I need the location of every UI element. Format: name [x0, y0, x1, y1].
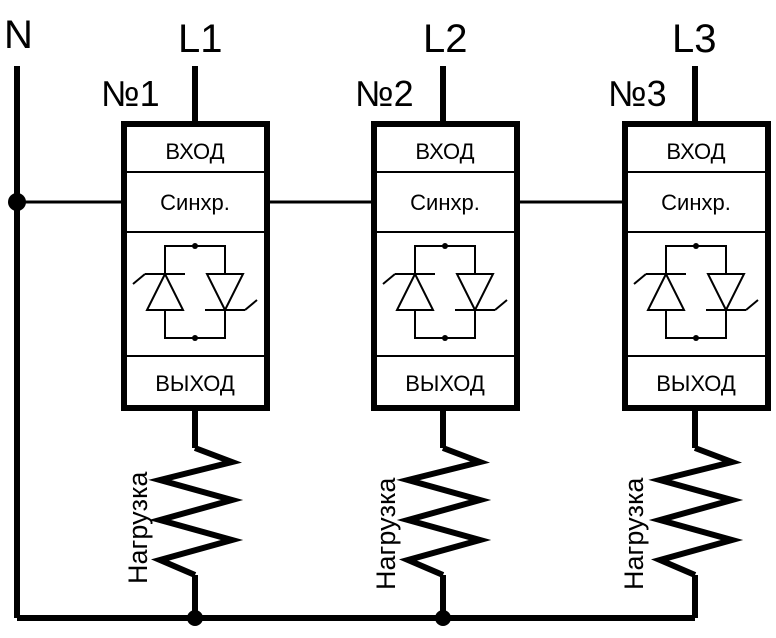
load-resistor-3 [648, 445, 744, 578]
unit-number-3: №3 [608, 73, 667, 114]
load-label-3: Нагрузка [619, 477, 649, 590]
sync-label-3: Синхр. [661, 190, 731, 215]
unit-number-2: №2 [355, 73, 414, 114]
phase-label-1: L1 [178, 17, 223, 61]
output-label-1: ВЫХОД [155, 371, 235, 396]
unit-number-1: №1 [101, 73, 160, 114]
neutral-junction-dot [8, 193, 26, 211]
input-label-1: ВХОД [165, 139, 224, 164]
load-resistor-1 [148, 445, 244, 578]
relay-module-1 [121, 121, 270, 411]
load-label-1: Нагрузка [123, 471, 153, 584]
sync-label-1: Синхр. [160, 190, 230, 215]
sync-label-2: Синхр. [410, 190, 480, 215]
neutral-label: N [4, 13, 33, 57]
phase-label-3: L3 [672, 17, 717, 61]
output-label-3: ВЫХОД [656, 371, 736, 396]
unit-2: ВХОД Синхр. ВЫХОД L2 №2 Нагрузка [355, 17, 520, 618]
relay-module-2 [371, 121, 520, 411]
unit-3: ВХОД Синхр. ВЫХОД L3 №3 Нагрузка [608, 17, 771, 618]
input-label-3: ВХОД [666, 139, 725, 164]
relay-module-3 [622, 121, 771, 411]
load-resistor-2 [396, 445, 492, 578]
phase-label-2: L2 [423, 17, 468, 61]
load-label-2: Нагрузка [371, 477, 401, 590]
unit-1: ВХОД Синхр. ВЫХОД L1 №1 Нагрузка [101, 17, 270, 618]
output-label-2: ВЫХОД [405, 371, 485, 396]
input-label-2: ВХОД [415, 139, 474, 164]
